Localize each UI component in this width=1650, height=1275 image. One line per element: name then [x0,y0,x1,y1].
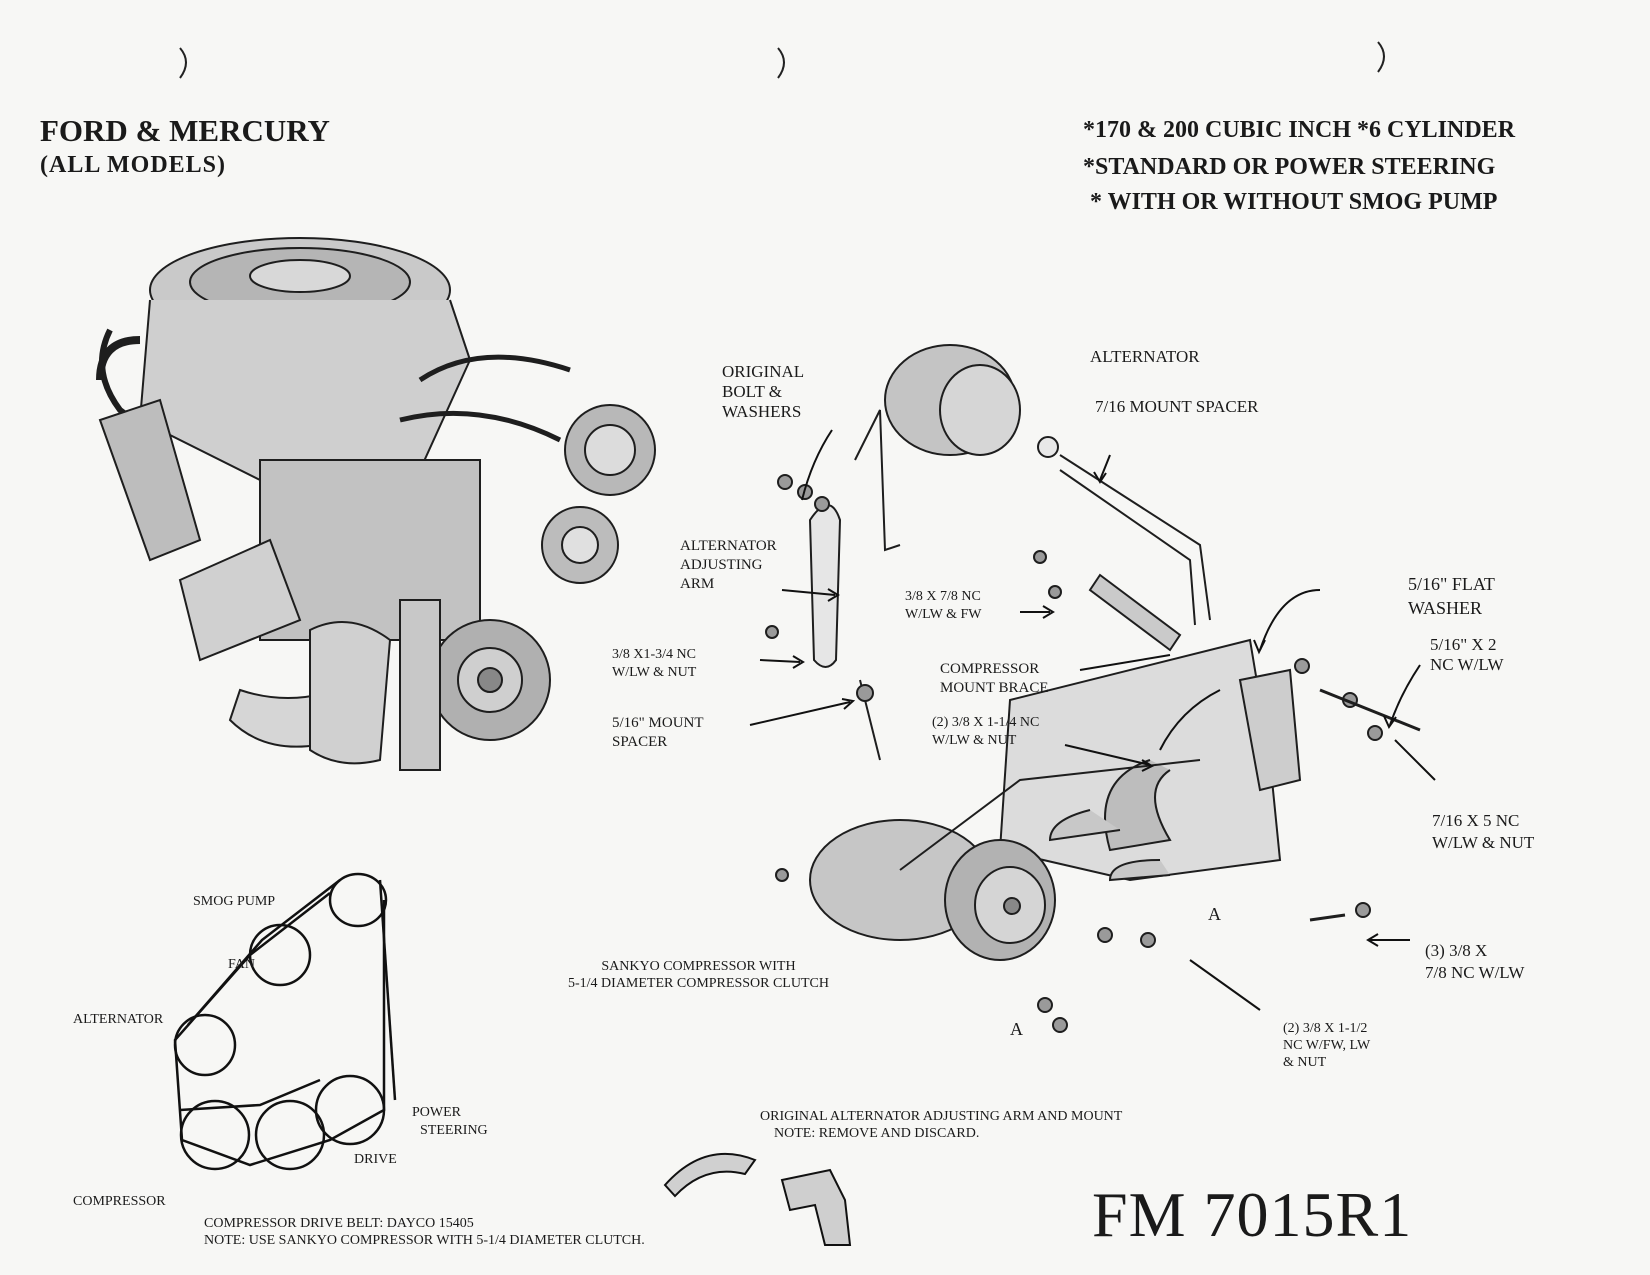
belt-label-drive: DRIVE [354,1152,397,1167]
note-original-arm: ORIGINAL ALTERNATOR ADJUSTING ARM AND MO… [760,1109,1123,1141]
belt-routing-diagram [173,872,397,1171]
bracket-assembly [765,344,1421,1033]
belt-label-fan: FAN [228,957,255,972]
leader-arrows [749,429,1436,1011]
label-716-mount-spacer: 7/16 MOUNT SPACER [1095,397,1259,416]
spec-smog: * WITH OR WITHOUT SMOG PUMP [1090,189,1498,215]
belt-label-compressor: COMPRESSOR [73,1194,166,1209]
belt-label-smog-pump: SMOG PUMP [193,894,276,909]
spec-steering: *STANDARD OR POWER STEERING [1083,154,1496,180]
engine-illustration [96,237,656,771]
marker-a-bracket: A [1208,904,1221,924]
label-alternator: ALTERNATOR [1090,347,1200,366]
page-title: FORD & MERCURY [40,113,330,148]
model-number: FM 7015R1 [1092,1179,1413,1250]
discard-parts [663,1152,852,1246]
page-subtitle: (ALL MODELS) [40,152,227,178]
belt-label-alternator: ALTERNATOR [73,1012,164,1027]
binder-hole-right [1377,41,1385,73]
binder-hole-center [777,47,785,79]
spec-engine: *170 & 200 CUBIC INCH *6 CYLINDER [1083,117,1516,143]
marker-a-compressor: A [1010,1019,1023,1039]
binder-hole-left [179,47,187,79]
